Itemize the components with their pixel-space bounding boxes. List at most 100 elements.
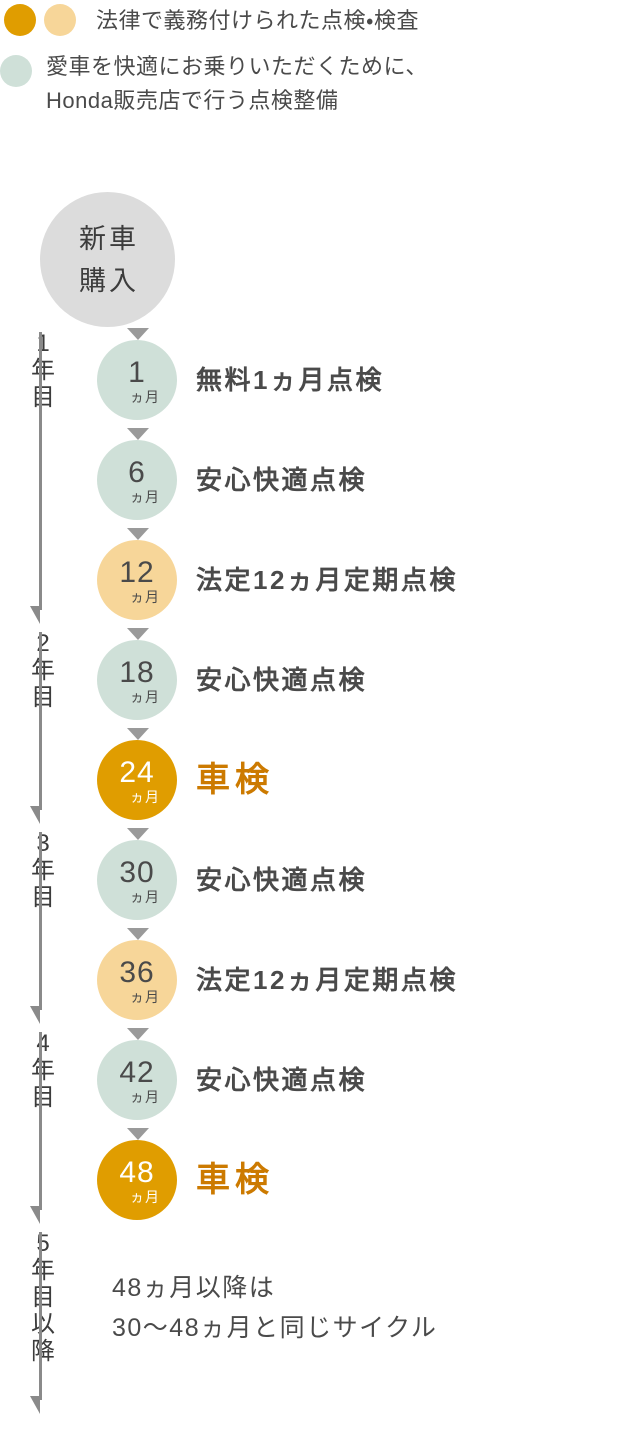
year-timeline-line <box>39 332 42 610</box>
milestone-label: 法定12ヵ月定期点検 <box>196 565 458 595</box>
milestone-month-number: 36 <box>119 956 155 989</box>
year-label-char: 目 <box>31 1084 55 1111</box>
year-label-char: 目 <box>31 684 55 711</box>
year-label-char: 5 <box>36 1230 50 1257</box>
milestone-month-number: 12 <box>119 556 155 589</box>
year-timeline-line <box>39 1232 42 1400</box>
milestone-month-unit: ヵ月 <box>130 889 160 905</box>
year-label-char: 年 <box>31 357 55 384</box>
milestone-label: 安心快適点検 <box>196 665 368 695</box>
legend-dots-legal <box>4 4 76 36</box>
milestone-month-number: 48 <box>119 1156 155 1189</box>
milestone-month-unit: ヵ月 <box>130 989 160 1005</box>
milestone-month-unit: ヵ月 <box>130 1089 160 1105</box>
milestone-label: 法定12ヵ月定期点検 <box>196 965 458 995</box>
milestone-month-number: 1 <box>128 356 146 389</box>
year-timeline-arrow-icon <box>30 606 40 624</box>
milestone-label: 安心快適点検 <box>196 1065 368 1095</box>
milestone-month-unit: ヵ月 <box>130 789 160 805</box>
year-label-char: 以 <box>31 1311 55 1338</box>
year-timeline-arrow-icon <box>30 1206 40 1224</box>
milestone-month-number: 6 <box>128 456 146 489</box>
milestone-label: 安心快適点検 <box>196 865 368 895</box>
milestone-month-number: 42 <box>119 1056 155 1089</box>
chevron-down-icon <box>127 428 149 440</box>
year-label-char: 目 <box>31 884 55 911</box>
cycle-note: 48ヵ月以降は 30〜48ヵ月と同じサイクル <box>112 1274 438 1342</box>
milestone-label: 無料1ヵ月点検 <box>196 365 384 395</box>
chevron-down-icon <box>127 528 149 540</box>
start-bubble-new-car-purchase: 新車 購入 <box>40 192 175 327</box>
chevron-down-icon <box>127 728 149 740</box>
milestone-label-shaken: 車検 <box>196 1161 274 1199</box>
milestone-month-unit: ヵ月 <box>130 489 160 505</box>
chevron-down-icon <box>127 628 149 640</box>
chevron-down-icon <box>127 1028 149 1040</box>
milestone-month-unit: ヵ月 <box>130 589 160 605</box>
milestone-label-shaken: 車検 <box>196 761 274 799</box>
legend-dot-orange <box>4 4 36 36</box>
year-label-char: 降 <box>31 1338 55 1365</box>
legend-dots-dealer <box>0 55 32 87</box>
legend: 法律で義務付けられた点検・検査 愛車を快適にお乗りいただくために、 Honda販… <box>0 0 630 118</box>
year-label-char: 年 <box>31 857 55 884</box>
start-bubble-line-1: 新車 <box>79 223 139 254</box>
year-timeline-line <box>39 632 42 810</box>
year-timeline-line <box>39 832 42 1010</box>
milestone-month-unit: ヵ月 <box>130 689 160 705</box>
legend-dot-mint <box>0 55 32 87</box>
legend-dot-peach <box>44 4 76 36</box>
year-timeline-arrow-icon <box>30 1396 40 1414</box>
year-label-char: 年 <box>31 1257 55 1284</box>
legend-label-legal: 法律で義務付けられた点検・検査 <box>96 8 419 33</box>
legend-row-legal: 法律で義務付けられた点検・検査 <box>0 0 630 38</box>
chevron-down-icon <box>127 1128 149 1140</box>
chevron-down-icon <box>127 828 149 840</box>
milestone-month-number: 30 <box>119 856 155 889</box>
year-label-char: 年 <box>31 1057 55 1084</box>
year-label-char: 目 <box>31 384 55 411</box>
legend-label-dealer: 愛車を快適にお乗りいただくために、 Honda販売店で行う点検整備 <box>46 54 428 113</box>
year-label-char: 目 <box>31 1284 55 1311</box>
chevron-down-icon <box>127 328 149 340</box>
year-timeline-line <box>39 1032 42 1210</box>
chevron-down-icon <box>127 928 149 940</box>
milestone-month-number: 18 <box>119 656 155 689</box>
legend-row-dealer: 愛車を快適にお乗りいただくために、 Honda販売店で行う点検整備 <box>0 38 630 118</box>
year-label-char: 年 <box>31 657 55 684</box>
year-timeline-arrow-icon <box>30 806 40 824</box>
milestone-month-unit: ヵ月 <box>130 389 160 405</box>
year-timeline-arrow-icon <box>30 1006 40 1024</box>
milestone-label: 安心快適点検 <box>196 465 368 495</box>
start-bubble-line-2: 購入 <box>79 265 139 296</box>
